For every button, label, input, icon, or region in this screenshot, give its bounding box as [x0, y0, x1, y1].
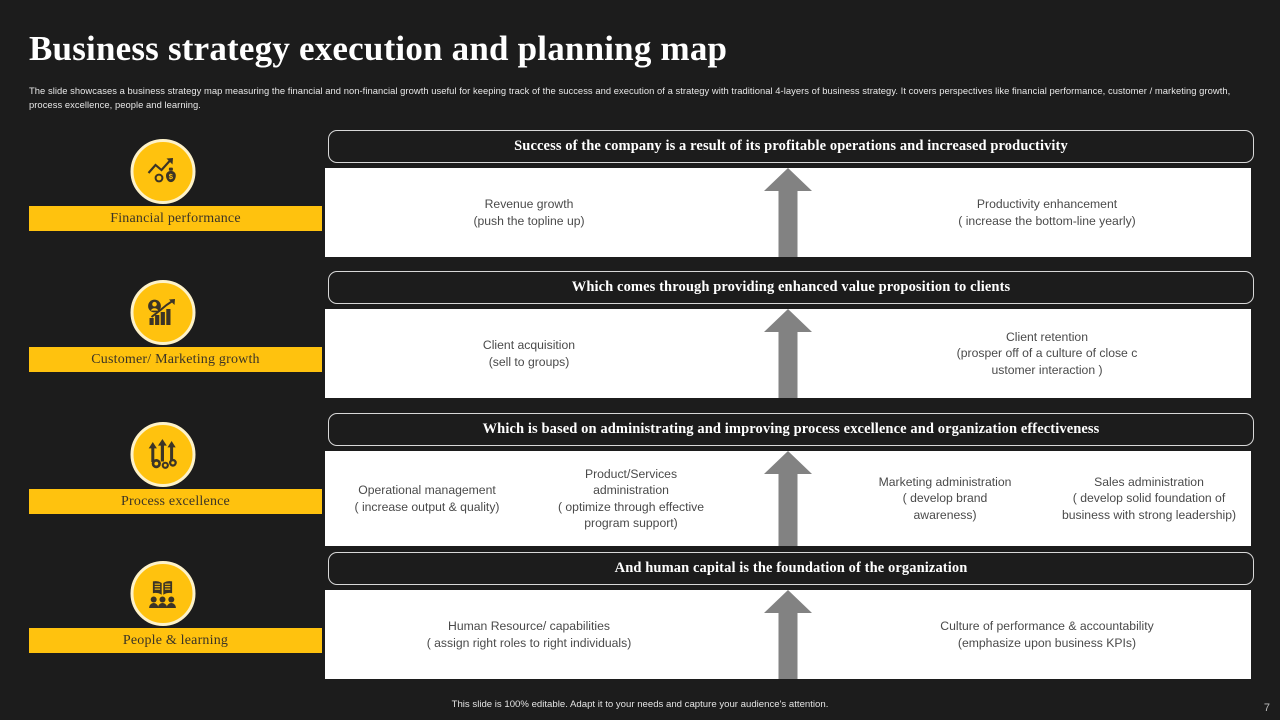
layer-item-line: administration	[593, 483, 669, 497]
layer-item-line: (push the topline up)	[473, 213, 585, 228]
layer-panel: Client acquisition (sell to groups) Clie…	[325, 309, 1251, 398]
layer-item-line: Revenue growth	[484, 197, 574, 211]
layer-item-line: Marketing administration	[878, 474, 1012, 489]
perspective-label: Financial performance	[29, 206, 322, 231]
page-title: Business strategy execution and planning…	[29, 29, 728, 68]
perspective-label: Customer/ Marketing growth	[29, 347, 322, 372]
layer-item: Revenue growth (push the topline up)	[325, 196, 733, 229]
up-arrow-icon	[733, 309, 843, 398]
layer-item-line: Product/Services	[584, 466, 678, 481]
layer-item-line: Operational management	[358, 483, 496, 497]
svg-text:$: $	[169, 172, 174, 181]
layer-item-line: (prosper off of a culture of close c	[956, 346, 1138, 361]
layer-banner: And human capital is the foundation of t…	[328, 552, 1254, 585]
growth-money-icon: $	[130, 139, 195, 204]
layer-banner: Which comes through providing enhanced v…	[328, 271, 1254, 304]
layer-panel: Revenue growth (push the topline up) Pro…	[325, 168, 1251, 257]
layer-item-line: Sales administration	[1094, 474, 1204, 489]
perspective-process-excellence[interactable]: Process excellence	[0, 413, 325, 553]
perspective-label: Process excellence	[29, 489, 322, 514]
layer-item-line: ( optimize through effective	[557, 499, 705, 514]
perspective-customer-marketing-growth[interactable]: Customer/ Marketing growth	[0, 271, 325, 411]
layer-item-line: awareness)	[913, 507, 977, 522]
layer-banner: Success of the company is a result of it…	[328, 130, 1254, 163]
page-number: 7	[1263, 702, 1270, 714]
book-people-icon	[130, 561, 195, 626]
slide-description: The slide showcases a business strategy …	[29, 85, 1231, 110]
layer-item: Product/Services administration ( optimi…	[529, 466, 733, 532]
perspective-rail: $ Financial performance	[0, 130, 325, 690]
layer-panel: Human Resource/ capabilities ( assign ri…	[325, 590, 1251, 679]
layer-item: Client retention (prosper off of a cultu…	[843, 329, 1251, 379]
layer-item: Human Resource/ capabilities ( assign ri…	[325, 618, 733, 651]
perspective-label: People & learning	[29, 628, 322, 653]
layer-item-line: Productivity enhancement	[976, 197, 1118, 211]
layer-item-line: ( assign right roles to right individual…	[426, 635, 632, 650]
layer-item: Productivity enhancement ( increase the …	[843, 196, 1251, 229]
up-arrow-icon	[733, 451, 843, 546]
layer-item-line: program support)	[584, 516, 678, 530]
layer-item-line: ustomer interaction )	[991, 362, 1103, 377]
perspective-financial-performance[interactable]: $ Financial performance	[0, 130, 325, 270]
layer-item-line: Culture of performance & accountability	[940, 619, 1154, 633]
layer-item-line: ( increase output & quality)	[354, 499, 500, 514]
layer-item: Culture of performance & accountability …	[843, 618, 1251, 651]
up-arrow-icon	[733, 590, 843, 679]
arrows-gears-icon	[130, 422, 195, 487]
layer-item-line: Client acquisition	[482, 338, 576, 352]
layer-item-line: ( develop brand	[902, 491, 988, 506]
up-arrow-icon	[733, 168, 843, 257]
layer-item: Marketing administration ( develop brand…	[843, 474, 1047, 524]
perspective-people-learning[interactable]: People & learning	[0, 552, 325, 692]
editable-note: This slide is 100% editable. Adapt it to…	[451, 699, 829, 710]
layer-item: Sales administration ( develop solid fou…	[1047, 474, 1251, 524]
layer-item-line: (emphasize upon business KPIs)	[957, 635, 1137, 650]
layer-item-line: business with strong leadership)	[1061, 507, 1237, 522]
layer-item: Operational management ( increase output…	[325, 482, 529, 515]
layer-item: Client acquisition (sell to groups)	[325, 337, 733, 370]
layer-item-line: ( increase the bottom-line yearly)	[958, 213, 1136, 228]
layer-panel: Operational management ( increase output…	[325, 451, 1251, 546]
layer-item-line: ( develop solid foundation of	[1072, 491, 1226, 506]
layer-item-line: Client retention	[1006, 329, 1088, 344]
layer-item-line: (sell to groups)	[488, 354, 570, 369]
layer-item-line: Human Resource/ capabilities	[448, 619, 610, 633]
customer-growth-chart-icon	[130, 280, 195, 345]
layer-banner: Which is based on administrating and imp…	[328, 413, 1254, 446]
